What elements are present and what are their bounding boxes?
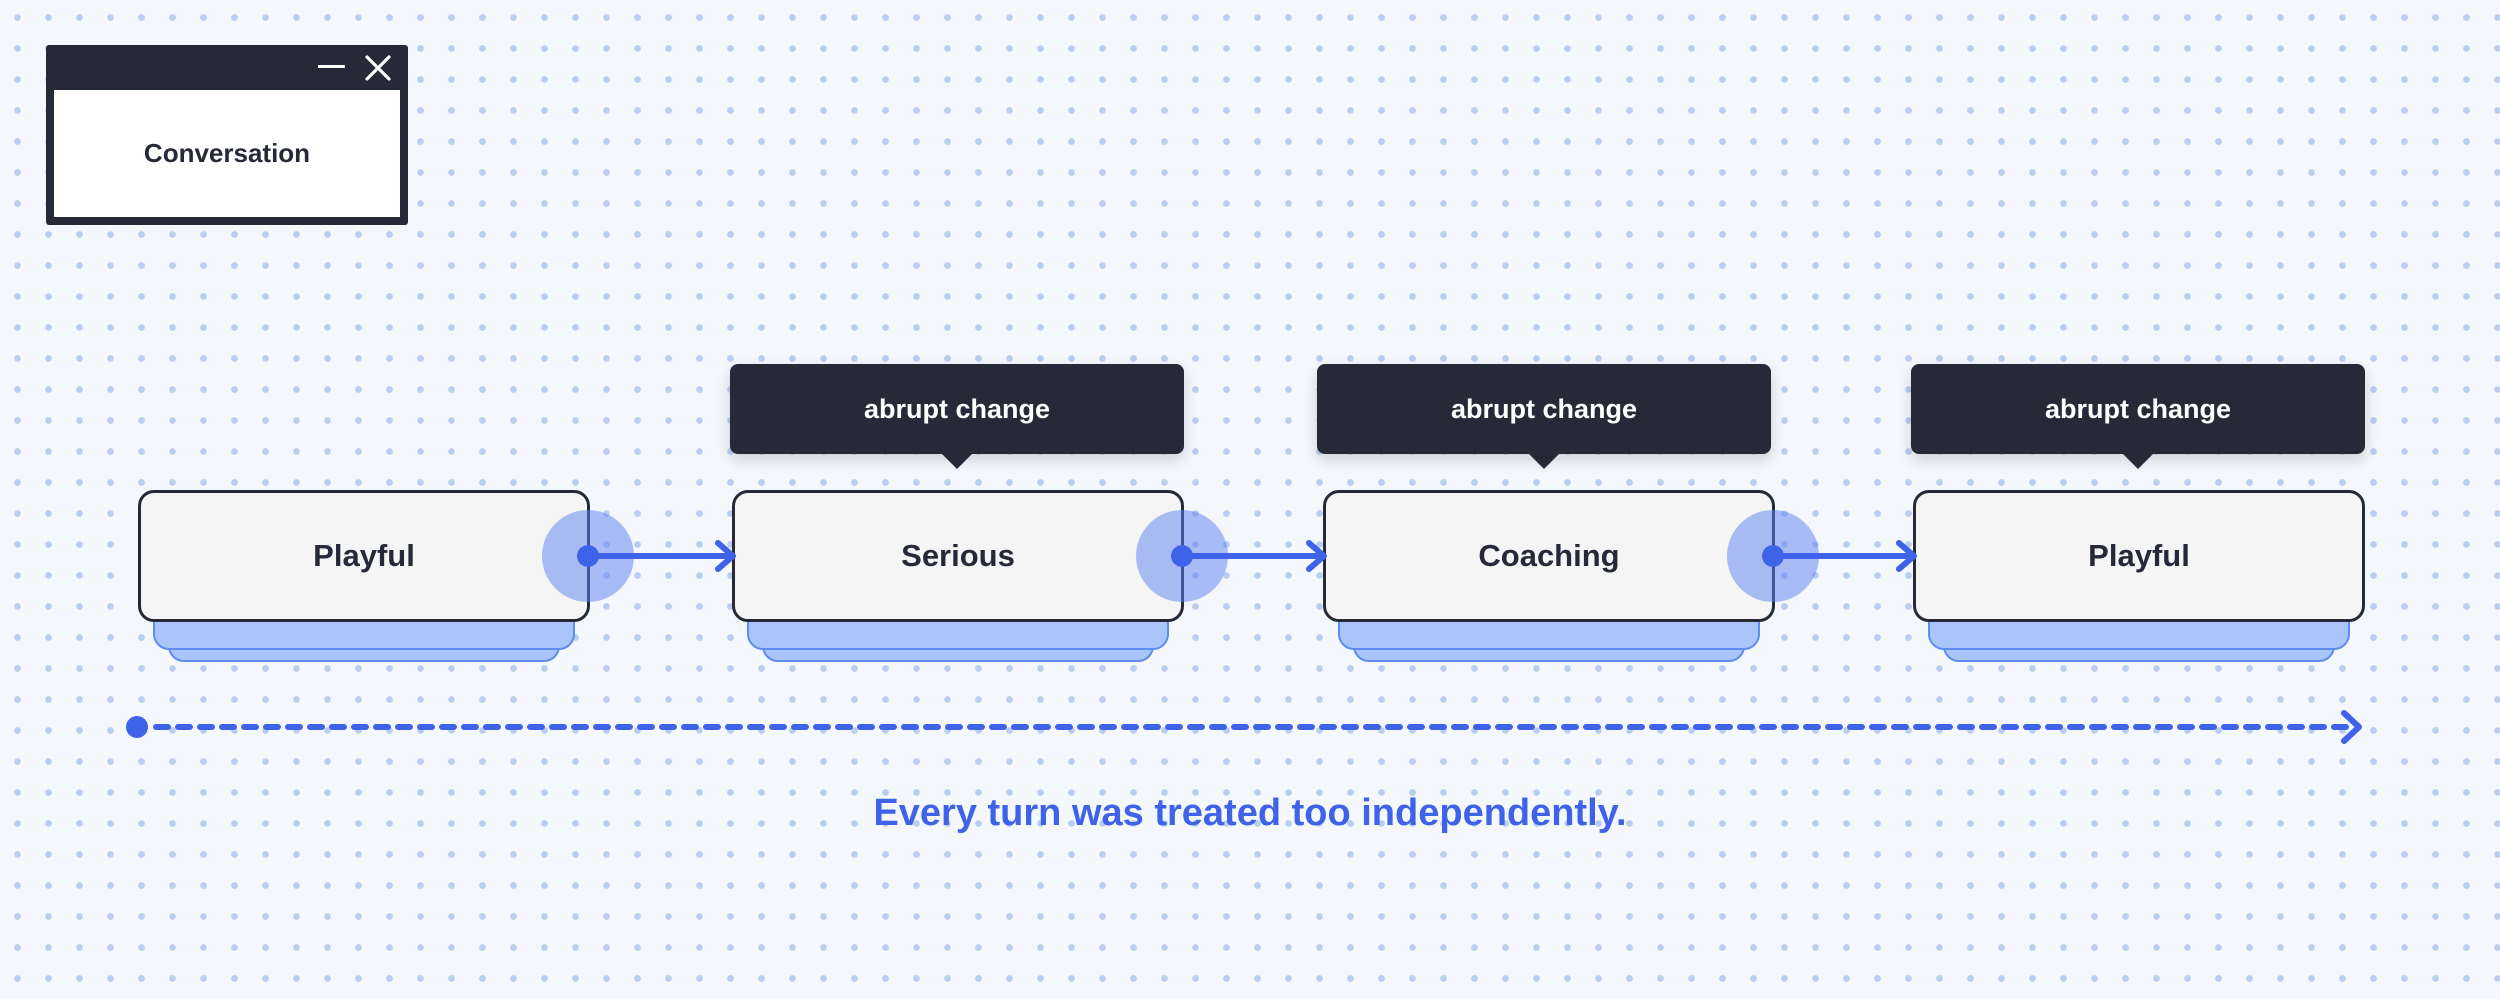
timeline-arrow (126, 710, 2362, 744)
window-title: Conversation (54, 90, 400, 217)
window-titlebar (46, 45, 408, 90)
tone-node-playful: Playful (138, 490, 590, 622)
abrupt-change-tooltip: abrupt change (1911, 364, 2365, 469)
tone-node-coaching: Coaching (1323, 490, 1775, 622)
diagram-caption: Every turn was treated too independently… (873, 792, 1627, 834)
transition-arrow (1171, 540, 1327, 572)
transition-arrow (1762, 540, 1917, 572)
transition-arrow (577, 540, 736, 572)
tone-node-serious: Serious (732, 490, 1184, 622)
abrupt-change-tooltip: abrupt change (1317, 364, 1771, 469)
conversation-window: Conversation (46, 45, 408, 225)
close-icon[interactable] (363, 53, 393, 83)
minimize-icon[interactable] (318, 65, 345, 68)
abrupt-change-tooltip: abrupt change (730, 364, 1184, 469)
tone-node-playful-return: Playful (1913, 490, 2365, 622)
